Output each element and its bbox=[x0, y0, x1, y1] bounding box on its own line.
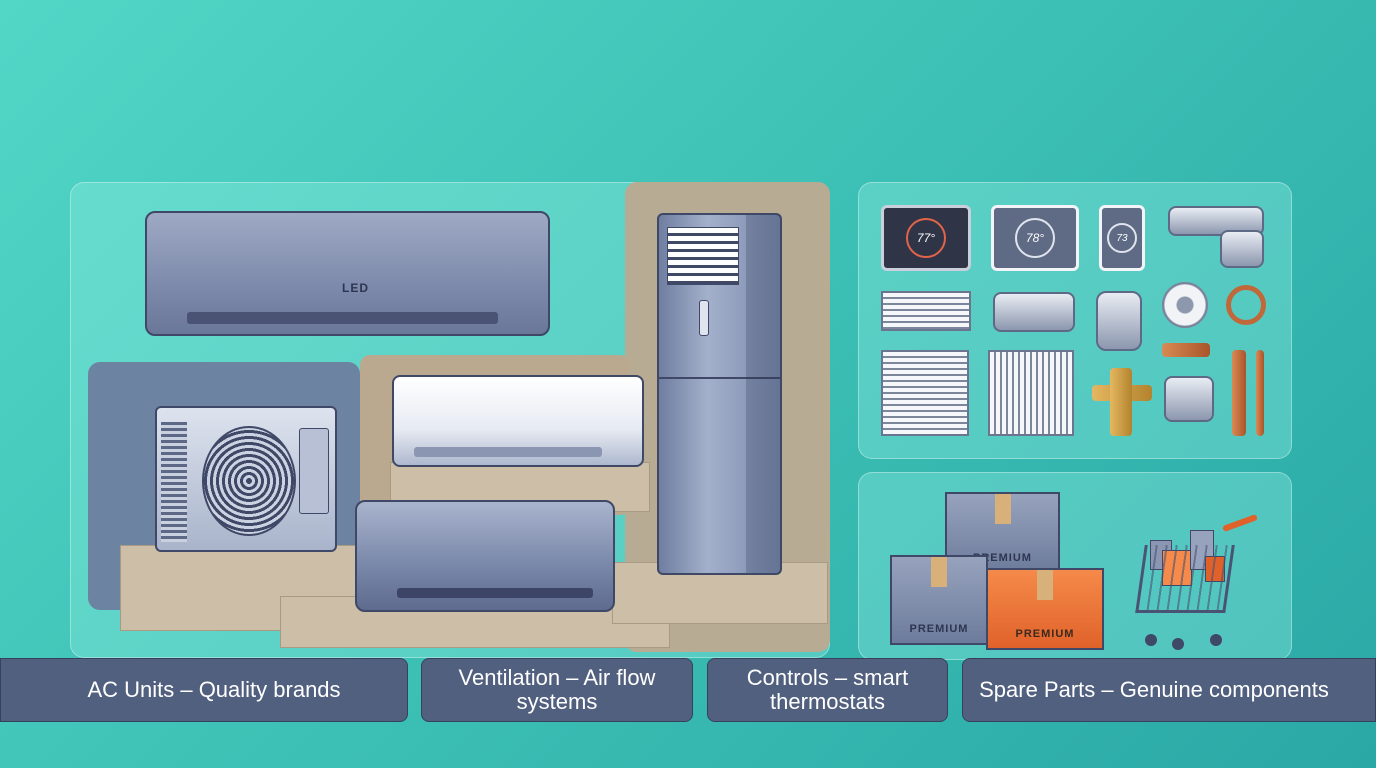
package-box-icon: PREMIUM bbox=[986, 568, 1104, 650]
thermostat-icon: 77° bbox=[881, 205, 971, 271]
thermostat-reading: 78° bbox=[1025, 231, 1045, 245]
copper-pipe-icon bbox=[1232, 350, 1246, 436]
tower-side-shade bbox=[746, 215, 780, 573]
outdoor-condenser-unit bbox=[155, 406, 337, 552]
box-label: PREMIUM bbox=[909, 623, 969, 635]
cart-wheel bbox=[1210, 634, 1222, 646]
copper-pipe-icon bbox=[1256, 350, 1264, 436]
tower-seam bbox=[659, 377, 780, 379]
duct-elbow-icon bbox=[1220, 230, 1264, 268]
filter-drier-icon bbox=[1164, 376, 1214, 422]
category-label-ac-units: AC Units – Quality brands bbox=[0, 658, 408, 722]
brass-valve-icon bbox=[1110, 368, 1132, 436]
box-label: PREMIUM bbox=[1015, 628, 1075, 640]
wall-split-unit-large: LED bbox=[145, 211, 550, 336]
thermostat-icon: 78° bbox=[991, 205, 1079, 271]
thermostat-icon: 73 bbox=[1099, 205, 1145, 271]
duct-fitting-icon bbox=[1096, 291, 1142, 351]
duct-pipe-icon bbox=[993, 292, 1075, 332]
thermostat-reading: 77° bbox=[916, 231, 936, 245]
cart-wheel bbox=[1145, 634, 1157, 646]
copper-fitting-icon bbox=[1162, 343, 1210, 357]
round-diffuser-icon bbox=[1162, 282, 1208, 328]
category-label-ventilation: Ventilation – Air flow systems bbox=[421, 658, 693, 722]
vent-grille-icon bbox=[881, 291, 971, 331]
category-label-spare-parts: Spare Parts – Genuine components bbox=[962, 658, 1376, 722]
air-outlet bbox=[414, 447, 602, 457]
copper-coil-icon bbox=[1226, 285, 1266, 325]
condenser-service-panel bbox=[299, 428, 329, 514]
vent-grille-icon bbox=[881, 350, 969, 436]
wall-split-unit-lower bbox=[355, 500, 615, 612]
shopping-cart-icon bbox=[1135, 545, 1235, 613]
package-box-icon: PREMIUM bbox=[890, 555, 988, 645]
category-label-controls: Controls – smart thermostats bbox=[707, 658, 948, 722]
wall-split-unit-white bbox=[392, 375, 644, 467]
air-outlet bbox=[397, 588, 593, 598]
condenser-louver bbox=[161, 422, 187, 542]
floor-standing-unit bbox=[657, 213, 782, 575]
cart-wheel bbox=[1172, 638, 1184, 650]
air-outlet bbox=[187, 312, 498, 324]
filter-grille-icon bbox=[988, 350, 1074, 436]
unit-display: LED bbox=[342, 281, 369, 295]
fan-icon bbox=[202, 426, 296, 536]
tower-grille bbox=[667, 227, 739, 285]
tower-control-knob bbox=[699, 300, 709, 336]
thermostat-reading: 73 bbox=[1116, 232, 1128, 244]
